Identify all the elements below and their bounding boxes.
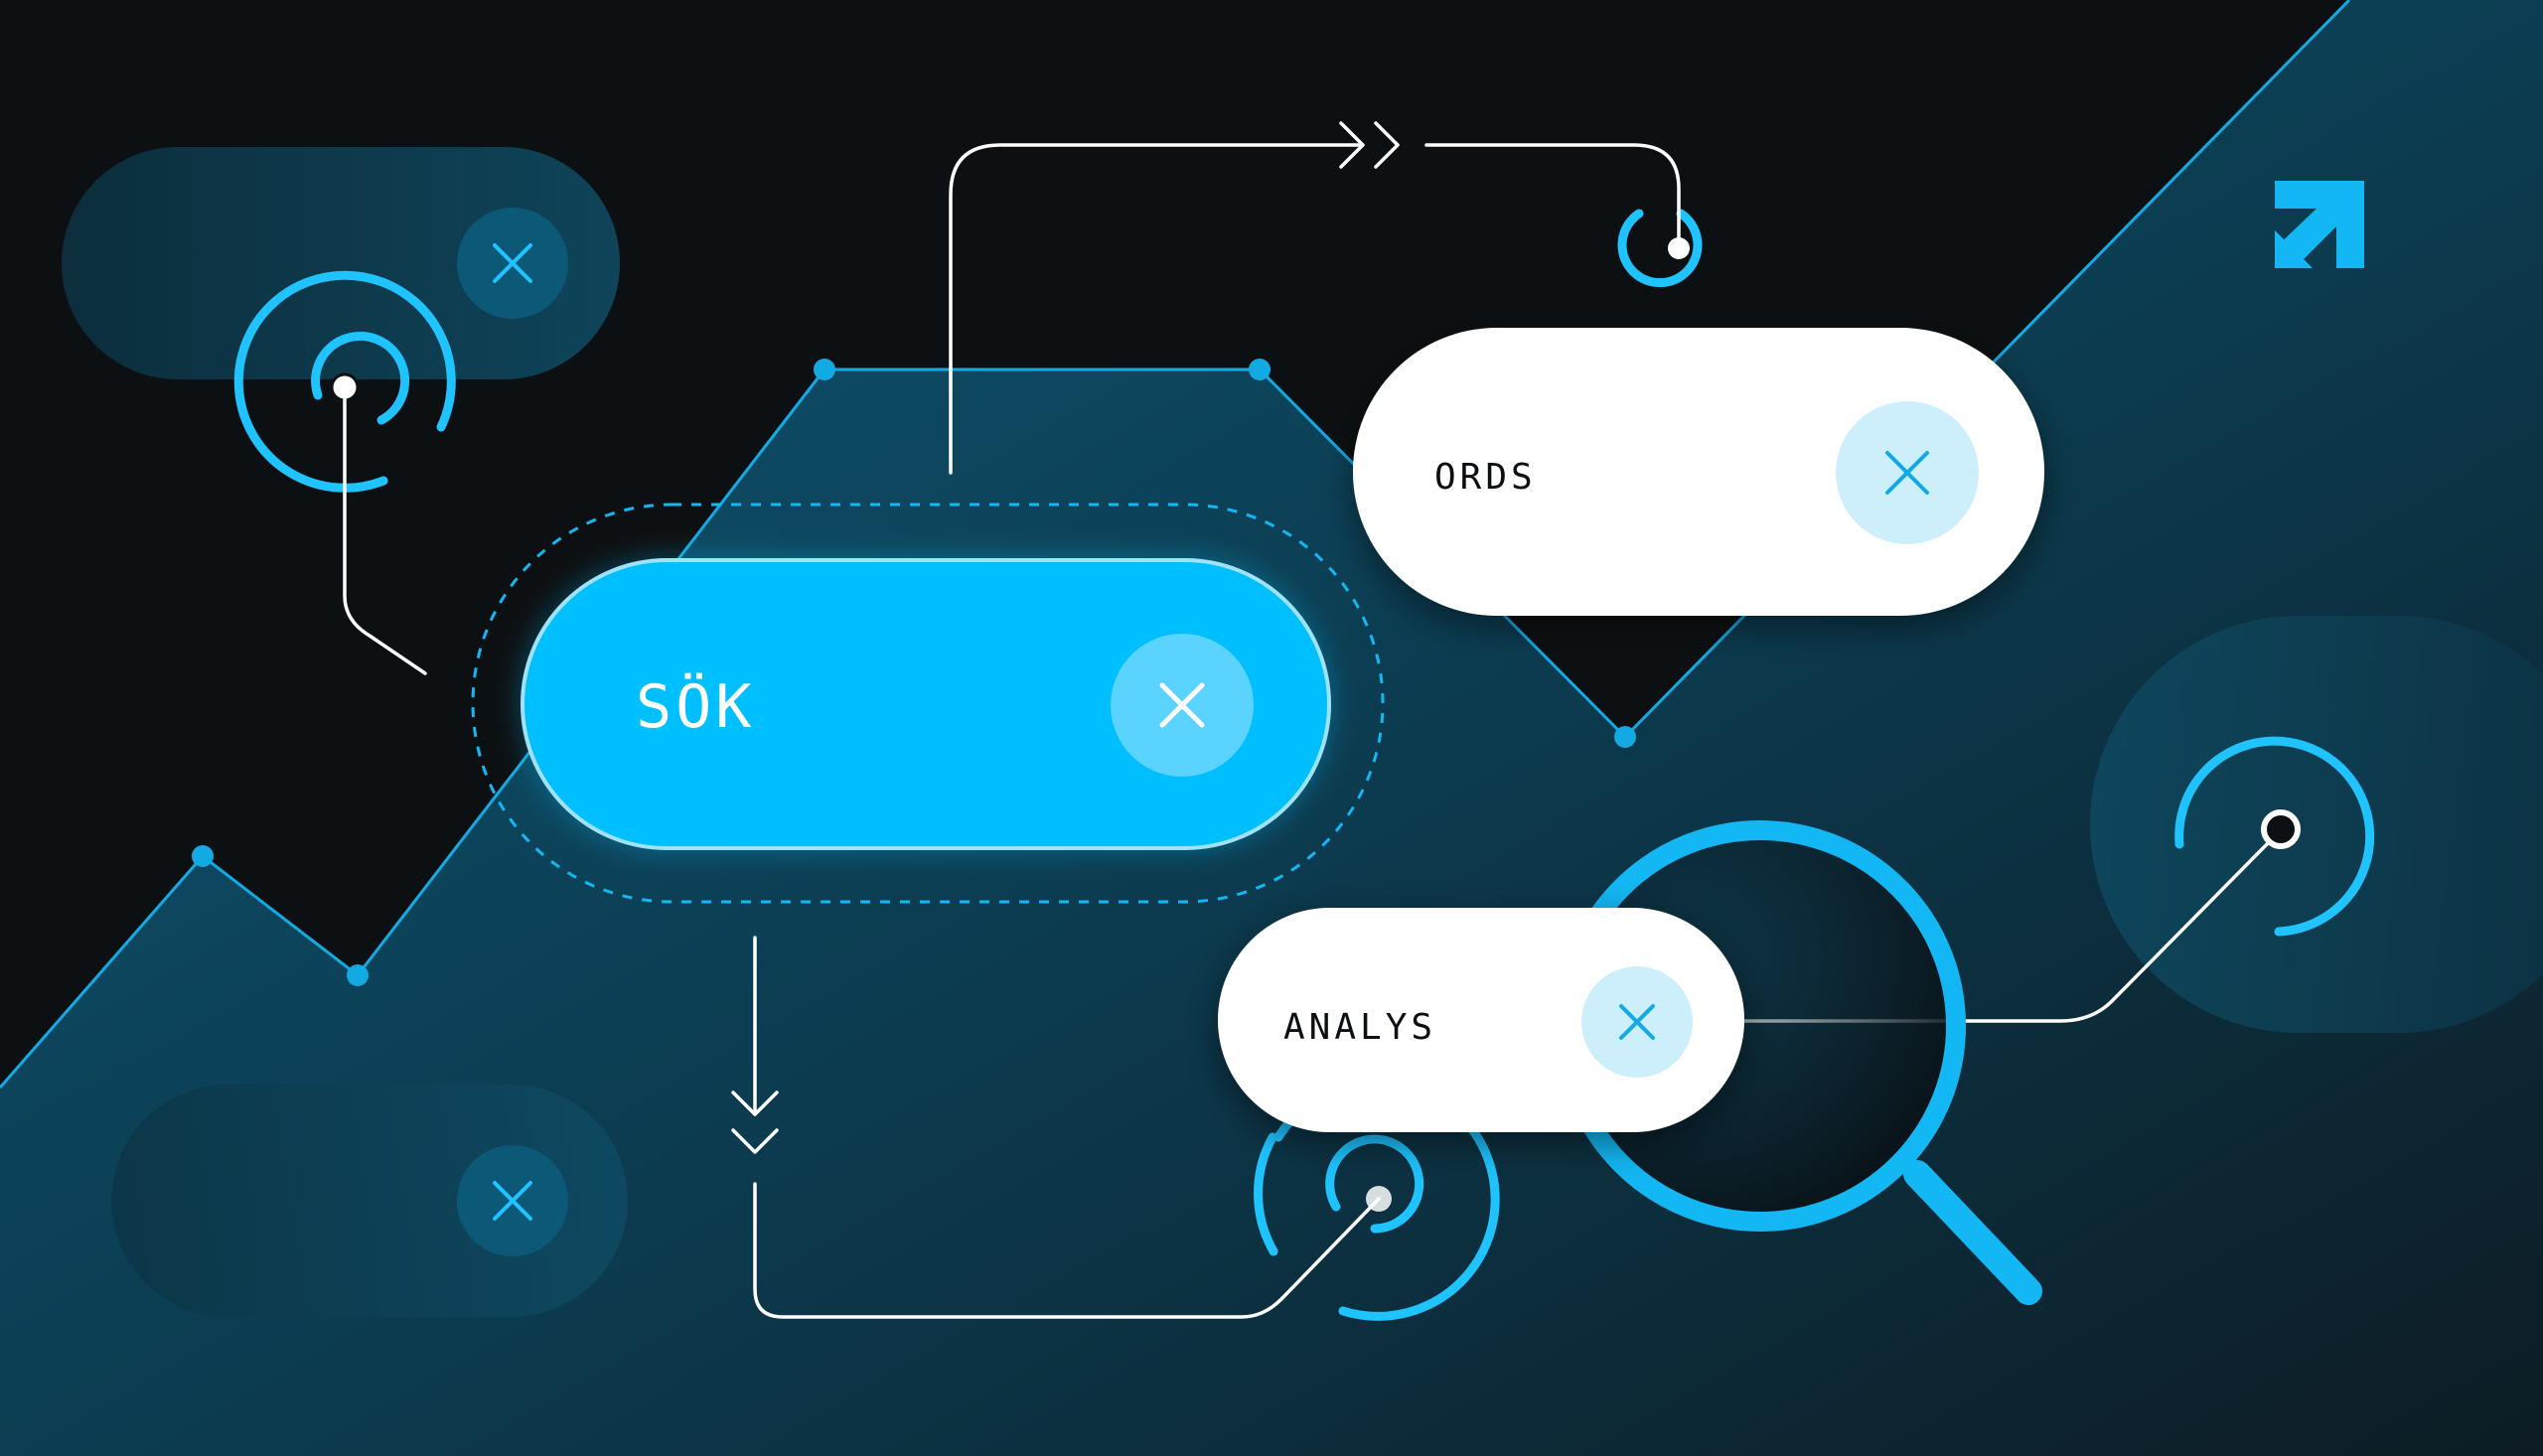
tag-analys-remove-button[interactable]: [1581, 966, 1693, 1078]
tag-sok-label: SÖK: [636, 671, 755, 742]
connector-lines: [343, 143, 2271, 1319]
tag-ords[interactable]: [1353, 328, 2044, 616]
selection-outline: [471, 503, 1385, 904]
tag-sok[interactable]: [521, 558, 1331, 850]
close-icon: [493, 1181, 532, 1221]
target-icon: [233, 270, 456, 493]
close-icon: [1619, 1004, 1655, 1040]
chart-node: [814, 359, 835, 380]
double-chevron-down-icon: [731, 1091, 779, 1154]
target-icon-dot: [1668, 237, 1690, 259]
close-icon: [1885, 451, 1929, 495]
chart-node: [1614, 726, 1636, 748]
tag-ords-remove-button[interactable]: [1836, 401, 1979, 544]
target-icon: [2174, 736, 2375, 937]
close-icon: [493, 243, 532, 283]
close-icon: [1159, 682, 1205, 728]
chart-node: [347, 964, 369, 986]
target-icon: [1617, 209, 1703, 288]
ghost-tag-top-left: [62, 147, 620, 379]
double-chevron-right-icon: [1339, 121, 1400, 169]
ghost-tag-right: [2090, 616, 2543, 1033]
tag-ords-label: ORDS: [1434, 457, 1537, 498]
target-icon-dot: [2261, 809, 2301, 849]
tag-analys-label: ANALYS: [1283, 1007, 1436, 1048]
logo-icon: [2275, 181, 2364, 268]
ghost-tag-bottom-left: [111, 1085, 628, 1317]
chart-node: [1249, 359, 1271, 380]
tag-sok-remove-button[interactable]: [1111, 634, 1254, 777]
tag-analys[interactable]: [1218, 908, 1744, 1132]
chart-node: [192, 845, 214, 867]
